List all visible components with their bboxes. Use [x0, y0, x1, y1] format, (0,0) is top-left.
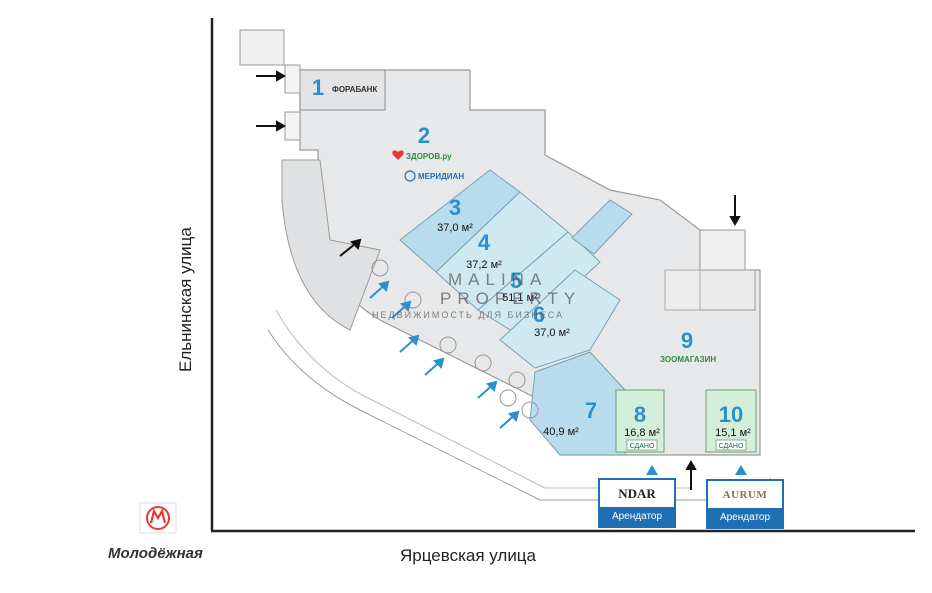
unit-10-status-badge [715, 439, 747, 451]
tenant-card-ndar: NDAR Арендатор [598, 478, 676, 528]
unit-6-number: 6 [533, 302, 545, 327]
unit-10-number: 10 [719, 402, 743, 427]
unit-6-shape [499, 269, 621, 369]
tenant-logo-aurum: AURUM [722, 488, 768, 501]
stair-block [239, 29, 285, 66]
unit-7-shape [529, 351, 626, 456]
metro-station-label: Молодёжная [108, 545, 203, 562]
entrance-2 [284, 111, 301, 141]
unit-1-number: 1 [312, 75, 324, 100]
street-yartsevskaya: Ярцевская улица [400, 546, 536, 565]
unit-8-status: СДАНО [630, 443, 655, 450]
door-markers [371, 259, 539, 419]
unit-3-number: 3 [449, 195, 461, 220]
watermark-tagline: НЕДВИЖИМОСТЬ ДЛЯ БИЗНЕСА [372, 310, 565, 320]
zoo-label: ЗООМАГАЗИН [660, 355, 716, 364]
unit-10-area: 15,1 м² [715, 427, 751, 439]
unit-9-number: 9 [681, 328, 693, 353]
street-elninskaya: Ельнинская улица [176, 227, 195, 372]
left-bay [281, 159, 381, 331]
unit-5-number: 5 [510, 268, 522, 293]
unit-2-number: 2 [418, 123, 430, 148]
tenant-logo-ndar: NDAR [618, 485, 656, 501]
meridian-icon [404, 170, 416, 182]
unit-6-area: 37,0 м² [534, 327, 570, 339]
black-arrows [256, 70, 741, 490]
unit-5-area: 51,1 м² [502, 292, 538, 304]
unit-3-area: 37,0 м² [437, 222, 473, 234]
corridor-strip [571, 199, 633, 255]
room-right-1 [699, 229, 746, 271]
unit-4-area: 37,2 м² [466, 259, 502, 271]
unit-8-area: 16,8 м² [624, 427, 660, 439]
entrance-arrows [369, 280, 520, 429]
unit-8-number: 8 [634, 402, 646, 427]
watermark-line2: PROPERTY [440, 289, 582, 308]
pavement-outline [267, 329, 771, 501]
forabank-label: ФОРАБАНК [332, 85, 377, 94]
entrance-1 [284, 64, 301, 94]
pavement-inner [275, 309, 690, 489]
heart-icon [392, 150, 404, 160]
stair-right [664, 269, 701, 311]
marker-8 [646, 465, 658, 475]
tenant-label: Арендатор [600, 507, 674, 526]
marker-10 [735, 465, 747, 475]
unit-1-shape [299, 69, 386, 111]
unit-5-shape [477, 231, 601, 337]
watermark-line1: MALINA [448, 270, 548, 289]
meridian-label: МЕРИДИАН [418, 172, 464, 181]
metro-m-icon [139, 502, 177, 534]
room-right-2 [699, 269, 756, 311]
zdorov-label: ЗДОРОВ.ру [406, 152, 452, 161]
unit-4-number: 4 [478, 230, 491, 255]
unit-7-area: 40,9 м² [543, 426, 579, 438]
unit-8-status-badge [626, 439, 658, 451]
tenant-label: Арендатор [708, 508, 782, 527]
unit-7-number: 7 [585, 398, 597, 423]
tenant-card-aurum: AURUM Арендатор [706, 479, 784, 529]
unit-10-status: СДАНО [719, 443, 744, 450]
